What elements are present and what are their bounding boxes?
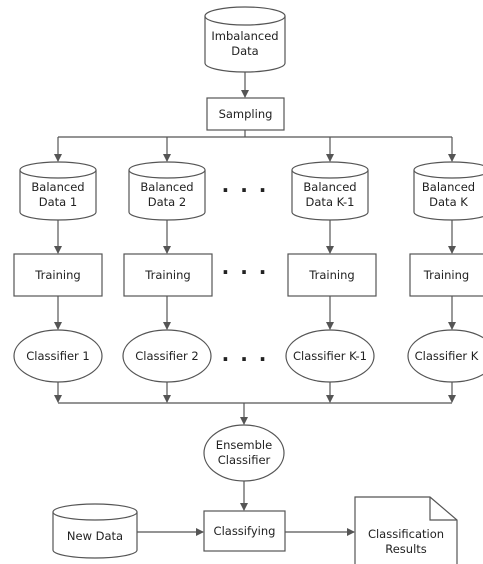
balanced-data-2-cylinder: [128, 161, 206, 221]
ellipsis-balanced: · · ·: [221, 177, 269, 202]
classifier-2-label: Classifier 2: [135, 348, 199, 363]
ensemble-classifier-label: Ensemble Classifier: [215, 438, 273, 467]
imbalanced-data-cylinder: [204, 6, 286, 73]
new-data-cylinder: [52, 503, 138, 559]
training-k-label: Training: [423, 267, 470, 282]
classification-results-document: [354, 496, 458, 564]
classifying-box: [203, 510, 286, 552]
new-data-label: New Data: [66, 528, 124, 543]
balanced-data-k-1-label: Balanced Data K-1: [303, 180, 357, 209]
classification-results-label: Classification Results: [367, 527, 445, 556]
classifier-1-label: Classifier 1: [26, 348, 90, 363]
sampling-label: Sampling: [218, 106, 273, 121]
ellipsis-training: · · ·: [221, 259, 269, 284]
training-k-1-label: Training: [309, 267, 355, 282]
training-box-k: [409, 253, 483, 297]
ellipsis-classifiers: · · ·: [221, 346, 269, 371]
training-box-2: [123, 253, 213, 297]
classifier-k-label: Classifier K: [414, 348, 479, 363]
classifier-k-1-label: Classifier K-1: [293, 348, 367, 363]
balanced-data-k-label: Balanced Data K: [421, 180, 476, 209]
classifying-label: Classifying: [213, 523, 276, 538]
balanced-data-1-cylinder: [19, 161, 97, 221]
balanced-data-1-label: Balanced Data 1: [31, 180, 85, 209]
training-2-label: Training: [145, 267, 191, 282]
training-1-label: Training: [35, 267, 81, 282]
balanced-data-k-cylinder: [413, 161, 483, 221]
training-box-1: [13, 253, 103, 297]
imbalanced-data-label: Imbalanced Data: [211, 29, 279, 58]
balanced-data-k-1-cylinder: [291, 161, 369, 221]
training-box-k-1: [287, 253, 377, 297]
balanced-data-2-label: Balanced Data 2: [140, 180, 194, 209]
